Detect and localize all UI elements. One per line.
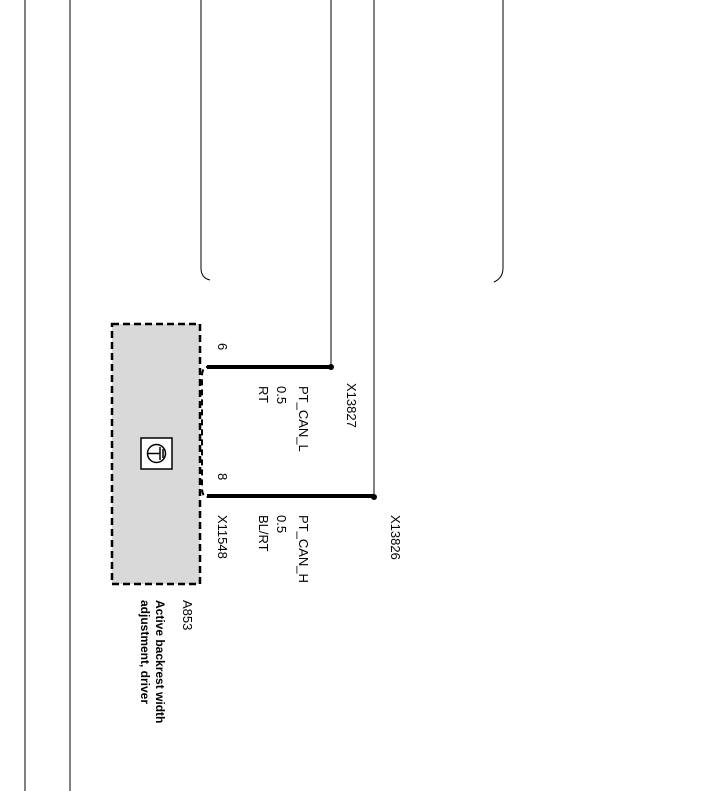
splice-dot-x13827 [328, 364, 334, 370]
can-l-size-label: 0.5 [274, 386, 289, 405]
module-connector-label: X11548 [215, 515, 230, 559]
connector-bracket [201, 366, 212, 498]
bus-bracket [200, 0, 211, 281]
module-id-label: A853 [180, 600, 195, 631]
splice-dot-x13826 [371, 494, 377, 500]
pin-6-label: 6 [215, 343, 230, 351]
can-h-color-label: BL/RT [256, 515, 271, 552]
can-h-signal-label: PT_CAN_H [296, 515, 311, 583]
module-desc-line1: Active backrest width [153, 600, 167, 724]
can-l-color-label: RT [256, 386, 271, 404]
can-l-signal-label: PT_CAN_L [296, 386, 311, 452]
ground-symbol-icon [140, 437, 173, 470]
pin-8-label: 8 [215, 473, 230, 481]
can-h-connector-label: X13826 [388, 515, 403, 560]
module-desc-line2: adjustment, driver [138, 600, 152, 705]
bus-bracket-right [493, 0, 504, 283]
can-h-size-label: 0.5 [274, 515, 289, 534]
can-l-connector-label: X13827 [344, 383, 359, 428]
